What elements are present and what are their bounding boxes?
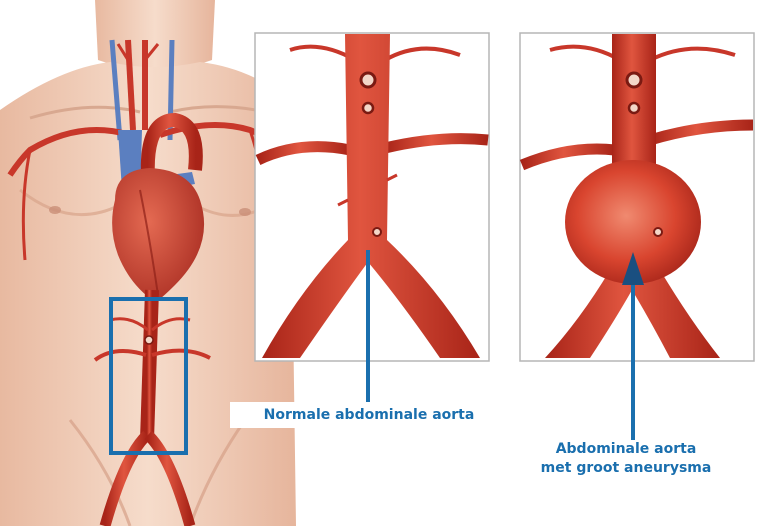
- normal-aorta-label: Normale abdominale aorta: [230, 402, 508, 428]
- aneurysm-label-line1: Abdominale aorta: [536, 440, 716, 459]
- normal-aorta-panel: [255, 33, 489, 402]
- aneurysm-aorta-label: Abdominale aorta met groot aneurysma: [536, 440, 716, 478]
- aneurysm-label-line2: met groot aneurysma: [536, 459, 716, 478]
- aneurysm-aorta-panel: [520, 33, 754, 440]
